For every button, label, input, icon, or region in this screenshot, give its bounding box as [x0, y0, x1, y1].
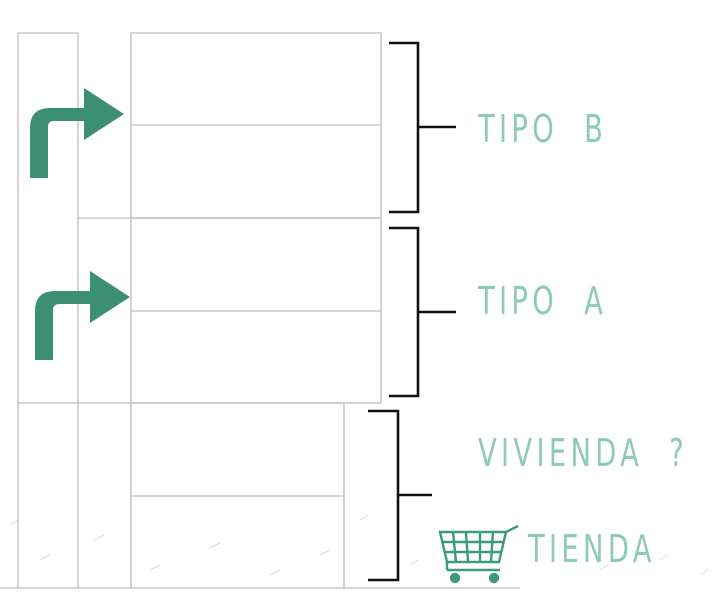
turn-right-arrow-icon — [30, 88, 124, 178]
shopping-cart-icon — [438, 524, 519, 584]
label-tipo-b: TIPO B — [478, 107, 608, 151]
label-tipo-a: TIPO A — [478, 279, 608, 323]
building-lines — [0, 32, 520, 589]
label-vivienda: VIVIENDA ? — [478, 431, 689, 475]
ground-texture — [9, 514, 709, 576]
label-tienda: TIENDA — [528, 527, 656, 571]
turn-right-arrow-icon — [35, 271, 130, 360]
brackets — [368, 41, 456, 582]
